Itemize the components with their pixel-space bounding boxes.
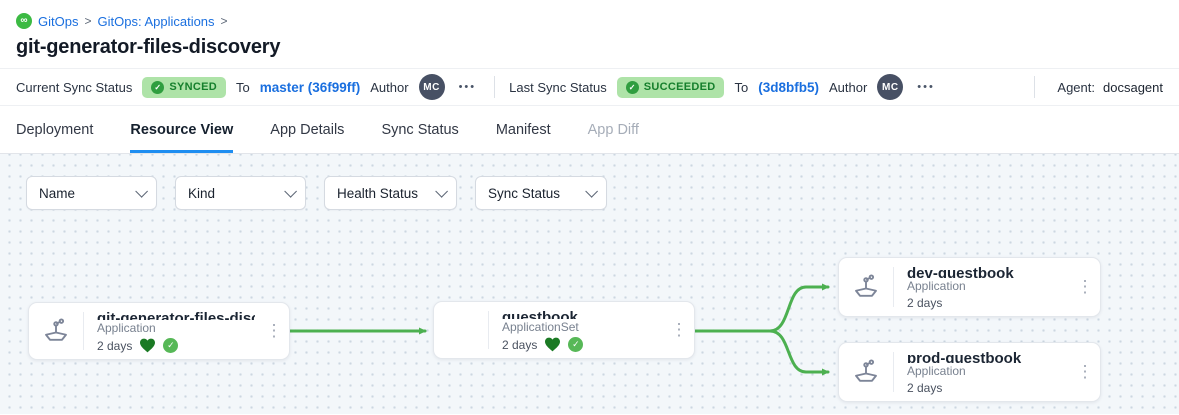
node-divider	[488, 311, 489, 349]
last-author-avatar: MC	[877, 74, 904, 100]
node-meta: 2 days ✓	[502, 337, 660, 352]
filter-health-status-dropdown[interactable]: Health Status	[324, 176, 457, 210]
filter-name-dropdown[interactable]: Name	[26, 176, 157, 210]
health-heart-icon	[545, 337, 561, 352]
health-heart-icon	[140, 338, 156, 353]
filter-health-status-label: Health Status	[337, 185, 419, 201]
node-body: dev-guestbook Application 2 days	[894, 258, 1070, 316]
synced-check-icon: ✓	[568, 337, 584, 352]
resource-graph-canvas: Name Kind Health Status Sync Status	[0, 154, 1179, 414]
node-kind: Application	[97, 321, 156, 335]
node-meta: 2 days	[907, 381, 1066, 395]
last-sync-revision-link[interactable]: (3d8bfb5)	[758, 79, 819, 95]
page-title: git-generator-files-discovery	[16, 36, 281, 58]
current-sync-group: Current Sync Status ✓ SYNCED To master (…	[16, 74, 480, 100]
filter-kind-dropdown[interactable]: Kind	[175, 176, 306, 210]
agent-group: Agent: docsagent	[1020, 76, 1163, 98]
application-icon	[839, 258, 893, 316]
node-menu-button[interactable]: ⋮	[265, 321, 283, 340]
last-sync-more-button[interactable]: •••	[917, 81, 935, 93]
last-sync-group: Last Sync Status ✓ SUCCEEDED To (3d8bfb5…	[509, 74, 939, 100]
synced-check-icon: ✓	[163, 338, 179, 353]
node-age: 2 days	[907, 296, 943, 310]
breadcrumb-link-applications[interactable]: GitOps: Applications	[97, 13, 215, 29]
last-author-label: Author	[828, 79, 868, 95]
current-author-label: Author	[370, 79, 409, 95]
filter-sync-status-dropdown[interactable]: Sync Status	[475, 176, 607, 210]
node-divider	[893, 352, 894, 392]
tab-app-diff[interactable]: App Diff	[587, 121, 639, 138]
node-divider	[893, 267, 894, 307]
tab-app-details[interactable]: App Details	[270, 121, 345, 138]
statusbar-divider	[1034, 76, 1036, 98]
node-menu-button[interactable]: ⋮	[1076, 277, 1094, 296]
tab-deployment[interactable]: Deployment	[16, 121, 94, 138]
page-header: ∞ GitOps > GitOps: Applications > git-ge…	[0, 0, 1179, 68]
tab-sync-status[interactable]: Sync Status	[381, 121, 459, 138]
gitops-logo-icon: ∞	[16, 13, 32, 29]
sync-status-bar: Current Sync Status ✓ SYNCED To master (…	[0, 68, 1179, 106]
last-sync-status-badge: ✓ SUCCEEDED	[616, 76, 725, 98]
current-author-avatar: MC	[418, 74, 445, 100]
agent-label: Agent:	[1057, 79, 1095, 95]
node-menu-button[interactable]: ⋮	[1076, 362, 1094, 381]
chevron-down-icon	[435, 184, 448, 198]
current-sync-to-label: To	[235, 79, 250, 95]
node-kind: Application	[907, 364, 966, 378]
current-sync-status-badge: ✓ SYNCED	[142, 76, 226, 98]
application-icon	[839, 343, 893, 401]
filter-kind-label: Kind	[188, 185, 216, 201]
current-sync-label: Current Sync Status	[16, 79, 133, 95]
node-meta: 2 days	[907, 296, 1066, 310]
last-sync-label: Last Sync Status	[509, 79, 607, 95]
check-circle-icon: ✓	[151, 80, 165, 94]
node-menu-button[interactable]: ⋮	[670, 320, 688, 339]
filter-name-label: Name	[39, 185, 76, 201]
chevron-down-icon	[284, 184, 297, 198]
node-body: prod-guestbook Application 2 days	[894, 343, 1070, 401]
breadcrumb-link-gitops[interactable]: GitOps	[38, 13, 79, 29]
node-meta: 2 days ✓	[97, 338, 255, 353]
statusbar-divider	[494, 76, 496, 98]
last-sync-badge-text: SUCCEEDED	[643, 81, 716, 93]
node-title: guestbook	[502, 309, 578, 319]
applicationset-icon	[434, 302, 488, 358]
node-age: 2 days	[907, 381, 943, 395]
node-body: guestbook ApplicationSet 2 days ✓	[489, 302, 664, 358]
application-icon	[29, 303, 83, 359]
node-kind: Application	[907, 279, 966, 293]
node-kind: ApplicationSet	[502, 320, 579, 334]
node-title: dev-guestbook	[907, 265, 1014, 278]
chevron-down-icon	[135, 184, 148, 198]
node-guestbook[interactable]: guestbook ApplicationSet 2 days ✓ ⋮	[433, 301, 695, 359]
node-dev-guestbook[interactable]: dev-guestbook Application 2 days ⋮	[838, 257, 1101, 317]
check-circle-icon: ✓	[625, 80, 639, 94]
breadcrumb: ∞ GitOps > GitOps: Applications >	[16, 13, 1163, 29]
breadcrumb-separator: >	[220, 14, 228, 28]
app-tabs: Deployment Resource View App Details Syn…	[0, 106, 1179, 154]
current-sync-revision-link[interactable]: master (36f99ff)	[259, 79, 361, 95]
node-title: git-generator-files-disco...	[97, 310, 255, 320]
tab-manifest[interactable]: Manifest	[495, 121, 551, 138]
tab-resource-view[interactable]: Resource View	[130, 106, 234, 153]
node-git-generator-files-discovery[interactable]: git-generator-files-disco... Application…	[28, 302, 290, 360]
node-divider	[83, 312, 84, 350]
graph-edges	[288, 283, 830, 376]
current-sync-badge-text: SYNCED	[169, 81, 217, 93]
breadcrumb-separator: >	[84, 14, 92, 28]
filter-sync-status-label: Sync Status	[488, 185, 561, 201]
node-body: git-generator-files-disco... Application…	[84, 303, 259, 359]
chevron-down-icon	[585, 184, 598, 198]
last-sync-to-label: To	[734, 79, 749, 95]
agent-value: docsagent	[1103, 79, 1163, 95]
node-age: 2 days	[97, 338, 133, 353]
node-title: prod-guestbook	[907, 350, 1022, 363]
filter-bar: Name Kind Health Status Sync Status	[0, 154, 1179, 210]
node-age: 2 days	[502, 337, 538, 352]
current-sync-more-button[interactable]: •••	[458, 81, 477, 93]
node-prod-guestbook[interactable]: prod-guestbook Application 2 days ⋮	[838, 342, 1101, 402]
